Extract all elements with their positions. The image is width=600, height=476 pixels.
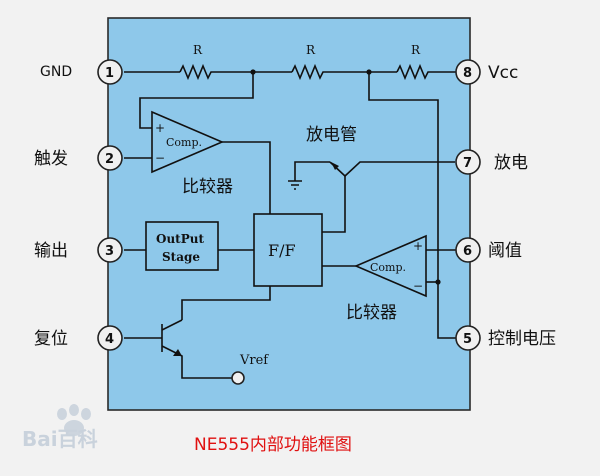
figure-caption: NE555内部功能框图 — [194, 435, 352, 455]
pin-1-number: 1 — [105, 66, 114, 81]
upper-comp-ref-wire — [139, 72, 254, 129]
output-stage-box — [145, 221, 219, 271]
pin-5-label: 控制电压 — [488, 329, 556, 349]
baidu-watermark — [57, 404, 91, 436]
discharge-base-wire — [322, 176, 346, 233]
reset-transistor-arrow — [173, 349, 182, 356]
resistor-2 — [291, 63, 326, 81]
pin-1 — [97, 59, 123, 85]
pin-4 — [97, 325, 123, 351]
pin-5 — [455, 325, 481, 351]
upper-comp-caption: 比较器 — [182, 177, 233, 197]
upper-comp-label: Comp. — [166, 136, 202, 149]
reset-transistor-emitter — [161, 345, 232, 379]
upper-comparator — [151, 110, 225, 174]
lower-comp-label: Comp. — [370, 261, 406, 274]
upper-comp-output-wire — [222, 141, 271, 214]
pin-8-number: 8 — [463, 66, 472, 81]
lower-comp-plus: + — [413, 239, 423, 253]
resistor-label-3: R — [411, 43, 421, 57]
ground-symbol — [288, 172, 302, 190]
pin-8-label: Vcc — [488, 63, 518, 83]
control-voltage-wire — [368, 72, 456, 339]
discharge-arrow — [331, 162, 339, 170]
upper-comp-plus: + — [155, 121, 165, 135]
lower-comparator — [353, 234, 427, 298]
pin-4-label: 复位 — [34, 329, 68, 349]
vref-terminal — [231, 371, 245, 385]
lower-comp-caption: 比较器 — [346, 303, 397, 323]
pin-7-number: 7 — [463, 156, 472, 171]
pin-7-label: 放电 — [494, 153, 528, 173]
flipflop-label: F/F — [268, 241, 296, 260]
resistor-label-1: R — [193, 43, 203, 57]
discharge-transistor-label: 放电管 — [306, 125, 357, 145]
pin-7 — [455, 149, 481, 175]
pin-2-number: 2 — [105, 152, 114, 167]
pin-3-number: 3 — [105, 244, 114, 259]
pin-5-number: 5 — [463, 332, 472, 347]
pin-1-label: GND — [40, 64, 72, 80]
resistor-1 — [179, 63, 214, 81]
upper-comp-minus: − — [155, 151, 165, 165]
output-stage-line2: Stage — [162, 250, 200, 264]
discharge-collector — [344, 161, 455, 177]
resistor-label-2: R — [306, 43, 316, 57]
pin-2-label: 触发 — [34, 149, 68, 169]
pin-3 — [97, 237, 123, 263]
pin-3-label: 输出 — [34, 241, 68, 261]
pin-6-label: 阈值 — [488, 241, 522, 261]
ff-to-reset-wire — [181, 286, 271, 320]
pin-4-number: 4 — [105, 332, 114, 347]
vref-label: Vref — [239, 353, 269, 368]
pin-2 — [97, 145, 123, 171]
pin-6 — [455, 237, 481, 263]
pin-8 — [455, 59, 481, 85]
reset-transistor-collector — [161, 319, 183, 331]
watermark-text: Bai百科 — [22, 427, 98, 451]
discharge-ground-wire — [294, 161, 330, 172]
output-stage-line1: OutPut — [156, 232, 204, 246]
resistor-3 — [396, 63, 431, 81]
lower-comp-minus: − — [413, 279, 423, 293]
pin-6-number: 6 — [463, 244, 472, 259]
junction-3 — [435, 279, 441, 285]
